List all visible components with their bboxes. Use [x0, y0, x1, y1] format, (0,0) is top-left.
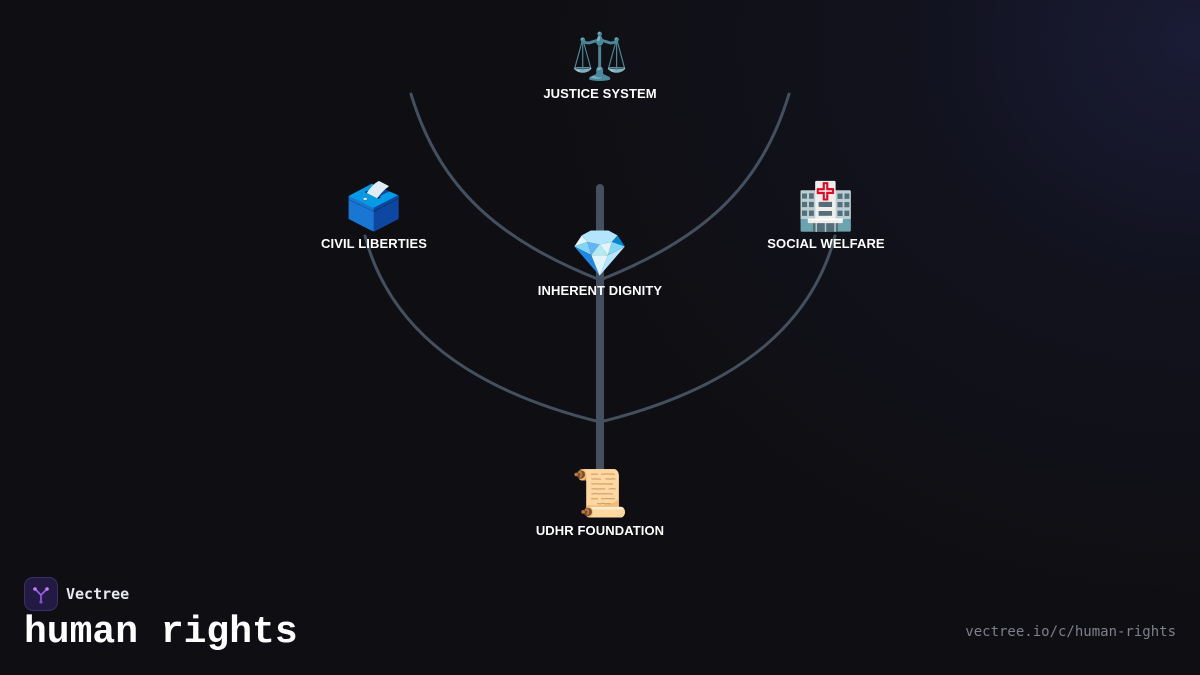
node-label: INHERENT DIGNITY	[537, 283, 663, 298]
scales-icon: ⚖️	[571, 29, 629, 83]
tree-logo-icon	[24, 577, 58, 611]
page-url[interactable]: vectree.io/c/human-rights	[965, 624, 1176, 640]
node-label: JUSTICE SYSTEM	[543, 86, 657, 101]
inner-branch-left	[409, 92, 602, 282]
node-civil-liberties[interactable]: 🗳️ CIVIL LIBERTIES	[264, 180, 484, 251]
hospital-icon: 🏥	[797, 179, 855, 233]
inner-branch-right	[598, 92, 791, 282]
ballot-box-icon: 🗳️	[345, 179, 403, 233]
outer-branch-left	[363, 234, 602, 424]
node-justice-system[interactable]: ⚖️ JUSTICE SYSTEM	[490, 30, 710, 101]
node-inherent-dignity[interactable]: 💎 INHERENT DIGNITY	[490, 227, 710, 298]
node-label: SOCIAL WELFARE	[767, 236, 885, 251]
scroll-icon: 📜	[571, 466, 629, 520]
node-label: CIVIL LIBERTIES	[321, 236, 427, 251]
brand[interactable]: Vectree	[24, 577, 129, 611]
node-udhr-foundation[interactable]: 📜 UDHR FOUNDATION	[490, 467, 710, 538]
page-title: human rights	[24, 611, 298, 654]
brand-name: Vectree	[66, 585, 130, 603]
node-social-welfare[interactable]: 🏥 SOCIAL WELFARE	[716, 180, 936, 251]
node-label: UDHR FOUNDATION	[535, 523, 665, 538]
gem-icon: 💎	[571, 226, 629, 280]
outer-branch-right	[598, 234, 837, 424]
